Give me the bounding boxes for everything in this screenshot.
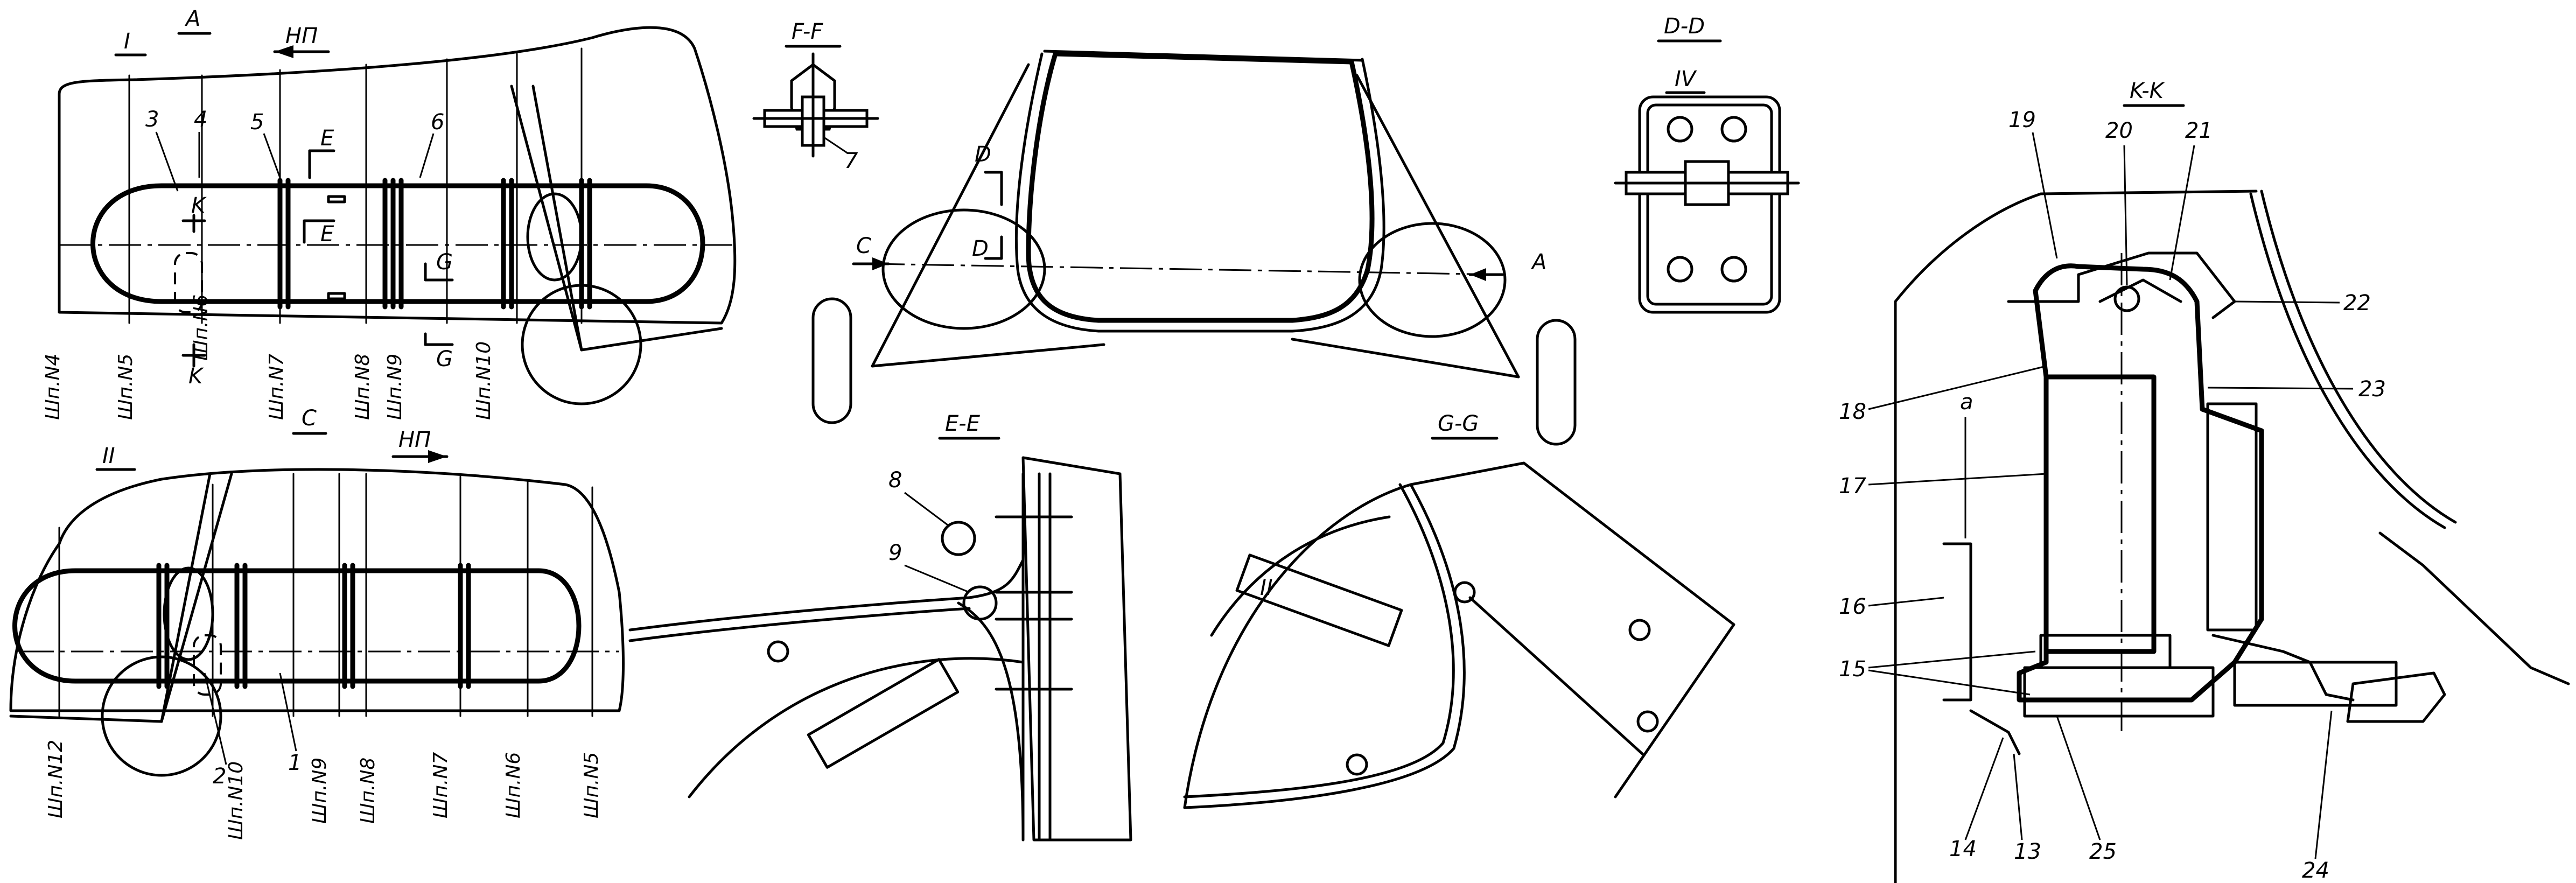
frame-label-ii-n10: Шп.N10 xyxy=(225,761,247,840)
fuselage-section xyxy=(1026,51,1375,323)
frame-label-n10: Шп.N10 xyxy=(473,341,495,420)
callout-21: 21 xyxy=(2185,118,2213,143)
section-f-f: F-F 7 xyxy=(752,19,879,173)
mark-g-bottom: G xyxy=(436,347,453,372)
callout-13: 13 xyxy=(2014,839,2041,864)
frame-label-n6: Шп.N6 xyxy=(190,295,212,361)
callout-16: 16 xyxy=(1839,594,1866,619)
hull-outline xyxy=(58,26,737,325)
hull-outline-ii xyxy=(9,468,625,712)
mark-d-bottom: D xyxy=(972,236,989,261)
tank-2 xyxy=(12,568,582,684)
callout-9: 9 xyxy=(888,541,902,565)
callout-24: 24 xyxy=(2302,858,2329,883)
callout-25: 25 xyxy=(2089,839,2117,864)
callout-6: 6 xyxy=(431,110,444,135)
frame-label-n8: Шп.N8 xyxy=(352,354,374,420)
tank-left xyxy=(881,208,1046,330)
bolt-8 xyxy=(941,521,976,556)
callout-2: 2 xyxy=(213,764,226,789)
view-i: I A НП xyxy=(42,6,737,420)
callout-1: 1 xyxy=(288,751,302,775)
callout-5: 5 xyxy=(250,110,264,135)
frame-label-n4: Шп.N4 xyxy=(42,354,64,420)
section-k-k: K-K 19 20 21 22 23 18 17 xyxy=(1839,79,2570,883)
frame-label-n5: Шп.N5 xyxy=(115,354,137,420)
mark-e-top: E xyxy=(320,126,334,151)
callout-3: 3 xyxy=(145,107,159,132)
mark-g-top: G xyxy=(436,250,453,275)
section-f-f-title: F-F xyxy=(792,19,823,44)
section-d-d: D-D IV xyxy=(1614,14,1800,314)
frame-label-ii-n5: Шп.N5 xyxy=(580,752,603,818)
section-g-g-title: G-G xyxy=(1438,411,1479,436)
callout-18: 18 xyxy=(1839,400,1866,424)
callout-23: 23 xyxy=(2358,377,2386,402)
front-arrow-c: C xyxy=(856,234,871,258)
section-d-d-roman: IV xyxy=(1675,67,1697,92)
frame-label-ii-n7: Шп.N7 xyxy=(430,752,452,818)
frame-label-ii-n6: Шп.N6 xyxy=(502,752,524,818)
callout-4: 4 xyxy=(194,107,207,132)
mark-e-bottom: E xyxy=(320,222,334,247)
mark-k-bottom: K xyxy=(188,364,204,389)
section-g-g: G-G II xyxy=(1183,411,1735,809)
callout-19: 19 xyxy=(2008,108,2036,132)
wheel-left xyxy=(811,297,852,424)
view-i-roman: I xyxy=(124,29,130,54)
frame-label-n7: Шп.N7 xyxy=(265,354,288,420)
tank-right xyxy=(1358,222,1507,338)
view-i-letter: A xyxy=(184,6,200,31)
mark-d-top: D xyxy=(975,142,991,167)
frame-label-n12: Шп.N12 xyxy=(45,740,67,818)
callout-22: 22 xyxy=(2343,291,2371,316)
view-ii-roman: II xyxy=(102,444,115,468)
front-arrow-a: A xyxy=(1530,250,1546,275)
callout-8: 8 xyxy=(888,468,902,493)
callout-14: 14 xyxy=(1949,837,1977,861)
mark-k-top: K xyxy=(191,193,207,218)
section-k-k-title: K-K xyxy=(2130,79,2165,103)
view-i-direction: НП xyxy=(285,24,318,48)
direction-arrow-right xyxy=(428,450,447,463)
section-d-d-title: D-D xyxy=(1664,14,1705,39)
direction-arrow-left xyxy=(275,45,293,58)
view-ii-letter: C xyxy=(302,406,317,431)
section-g-g-roman: II xyxy=(1260,576,1273,600)
frame-label-ii-n8: Шп.N8 xyxy=(357,758,379,824)
view-ii-direction: НП xyxy=(398,428,431,452)
wheel-right xyxy=(1536,319,1577,446)
callout-15: 15 xyxy=(1839,657,1866,682)
section-e-e: E-E 8 9 xyxy=(628,411,1132,842)
callout-20: 20 xyxy=(2105,118,2133,143)
pump-housing xyxy=(2017,263,2264,703)
frame-label-n9: Шп.N9 xyxy=(384,354,406,420)
label-a: a xyxy=(1960,390,1973,415)
tank-1 xyxy=(90,183,705,304)
bolt-9 xyxy=(962,585,998,621)
frame-label-ii-n9: Шп.N9 xyxy=(309,758,331,824)
callout-17: 17 xyxy=(1839,474,1866,499)
front-view: C A D D xyxy=(811,50,1577,446)
wheel-circle xyxy=(521,284,642,405)
section-e-e-title: E-E xyxy=(945,411,981,436)
view-ii: II C НП xyxy=(9,406,625,840)
